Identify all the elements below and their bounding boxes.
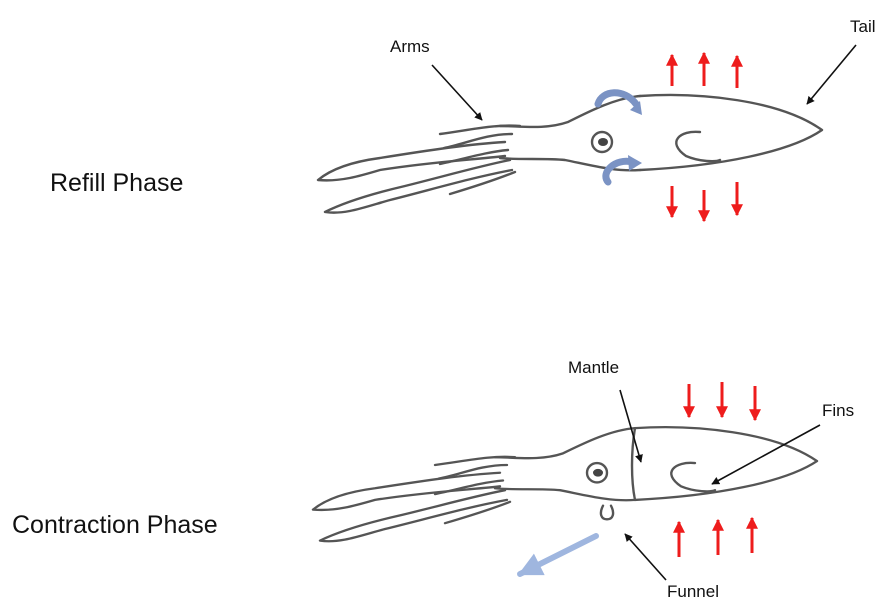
expansion-arrows-up <box>672 53 737 88</box>
squid-refill-drawing <box>318 95 822 213</box>
water-intake-arrow-bottom <box>606 161 632 182</box>
arms-label: Arms <box>390 37 430 56</box>
tail-label: Tail <box>850 17 876 36</box>
funnel-leader-line <box>625 534 666 580</box>
fins-label: Fins <box>822 401 854 420</box>
tail-leader-line <box>807 45 856 104</box>
funnel-shape <box>601 506 613 520</box>
water-intake-arrow-top <box>598 93 636 104</box>
mantle-label: Mantle <box>568 358 619 377</box>
water-jet-arrow <box>520 536 596 574</box>
mantle-leader-line <box>620 390 641 462</box>
contraction-arrows-up <box>679 518 752 557</box>
contraction-phase-section: Contraction Phase Mantle Fins Funnel <box>12 358 854 601</box>
refill-phase-section: Refill Phase Arms Tail <box>50 17 876 221</box>
refill-phase-title: Refill Phase <box>50 169 183 197</box>
contraction-phase-title: Contraction Phase <box>12 511 218 539</box>
funnel-label: Funnel <box>667 582 719 601</box>
arms-leader-line <box>432 65 482 120</box>
contraction-arrows-down <box>689 382 755 420</box>
expansion-arrows-down <box>672 182 737 221</box>
squid-contraction-drawing <box>313 427 817 541</box>
water-intake-arrowhead-bottom <box>628 155 642 171</box>
